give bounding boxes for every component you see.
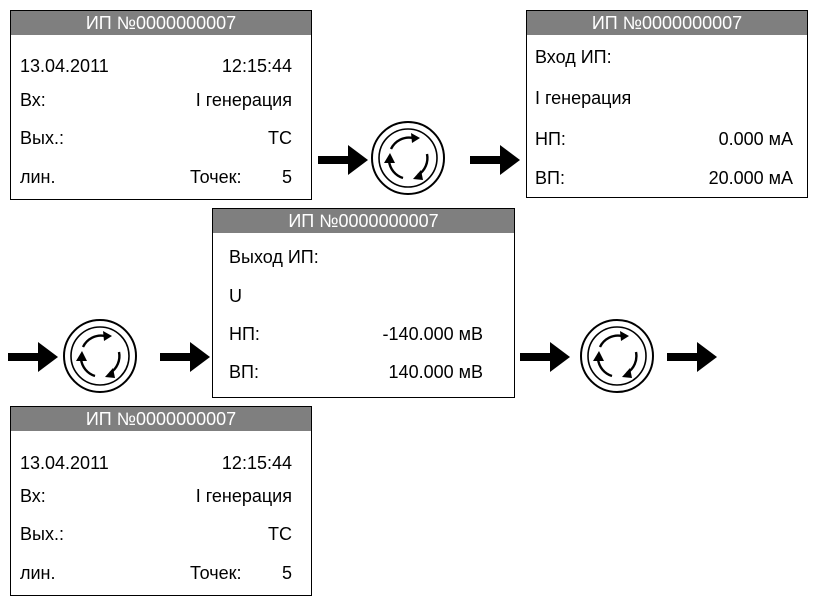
rotate-knob-icon[interactable]	[579, 318, 655, 394]
points-value: 5	[281, 167, 292, 187]
right-arrow-icon	[667, 342, 717, 372]
input-value: I генерация	[195, 90, 292, 110]
main-screen-panel-bottom: ИП №0000000007 13.04.2011 12:15:44 Вх: I…	[10, 406, 312, 596]
output-value: ТС	[268, 128, 292, 148]
input-label: Вх:	[20, 90, 46, 110]
output-heading: Выход ИП:	[229, 247, 319, 267]
output-value: ТС	[268, 524, 292, 544]
right-arrow-icon	[318, 145, 368, 175]
points-label: Точек:	[190, 167, 242, 187]
output-settings-panel: ИП №0000000007 Выход ИП: U НП: -140.000 …	[212, 208, 515, 398]
linear-label: лин.	[20, 563, 56, 583]
right-arrow-icon	[520, 342, 570, 372]
output-type: U	[229, 286, 242, 306]
points-label: Точек:	[190, 563, 242, 583]
points-value: 5	[281, 563, 292, 583]
date-text: 13.04.2011	[20, 56, 109, 76]
low-limit-label: НП:	[229, 324, 260, 344]
panel-title: ИП №0000000007	[213, 209, 514, 233]
panel-title: ИП №0000000007	[527, 11, 807, 35]
high-limit-value: 20.000 мА	[708, 168, 793, 188]
output-label: Вых.:	[20, 128, 64, 148]
high-limit-label: ВП:	[535, 168, 565, 188]
input-type: I генерация	[535, 88, 632, 108]
time-text: 12:15:44	[221, 56, 292, 76]
input-heading: Вход ИП:	[535, 47, 612, 67]
right-arrow-icon	[160, 342, 210, 372]
panel-title: ИП №0000000007	[11, 11, 311, 35]
right-arrow-icon	[470, 145, 520, 175]
low-limit-value: -140.000 мВ	[382, 324, 483, 344]
low-limit-label: НП:	[535, 129, 566, 149]
rotate-knob-icon[interactable]	[62, 318, 138, 394]
output-label: Вых.:	[20, 524, 64, 544]
high-limit-value: 140.000 мВ	[388, 362, 483, 382]
input-label: Вх:	[20, 486, 46, 506]
input-settings-panel: ИП №0000000007 Вход ИП: I генерация НП: …	[526, 10, 808, 198]
date-text: 13.04.2011	[20, 453, 109, 473]
main-screen-panel-top: ИП №0000000007 13.04.2011 12:15:44 Вх: I…	[10, 10, 312, 200]
panel-title: ИП №0000000007	[11, 407, 311, 431]
rotate-knob-icon[interactable]	[370, 120, 446, 196]
high-limit-label: ВП:	[229, 362, 259, 382]
input-value: I генерация	[195, 486, 292, 506]
time-text: 12:15:44	[221, 453, 292, 473]
low-limit-value: 0.000 мА	[718, 129, 793, 149]
linear-label: лин.	[20, 167, 56, 187]
right-arrow-icon	[8, 342, 58, 372]
